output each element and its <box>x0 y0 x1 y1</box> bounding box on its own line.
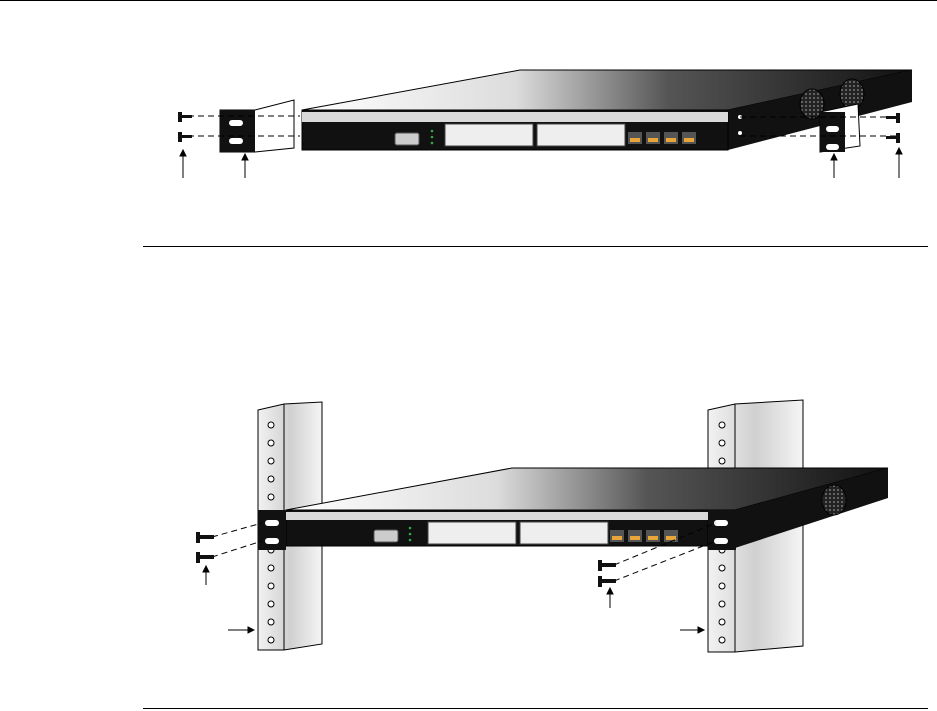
arrow-up-icon <box>831 154 837 178</box>
arrow-right-icon <box>680 627 704 633</box>
arrow-up-icon <box>896 148 902 178</box>
rack-mount-figure <box>0 380 937 680</box>
left-bracket <box>220 100 294 152</box>
bottom-rule <box>143 708 928 709</box>
arrow-up-icon <box>607 588 613 608</box>
led-icon <box>431 130 434 133</box>
right-bracket <box>820 104 860 152</box>
screw-icon <box>598 560 616 587</box>
arrow-up-icon <box>203 566 209 585</box>
left-bracket <box>258 510 286 550</box>
led-icon <box>431 136 434 139</box>
right-bracket <box>708 510 736 550</box>
screw-icon <box>178 112 192 142</box>
fan-vent-icon <box>822 485 846 515</box>
screw-icon <box>196 532 214 563</box>
arrow-right-icon <box>228 627 254 633</box>
bracket-attach-diagram <box>0 0 937 246</box>
led-icon <box>409 527 412 530</box>
led-icon <box>409 539 412 542</box>
screw-icon <box>886 113 900 143</box>
console-port-icon <box>374 530 398 542</box>
bracket-attach-figure <box>0 0 937 246</box>
arrow-up-icon <box>242 154 248 178</box>
led-icon <box>409 533 412 536</box>
led-icon <box>431 142 434 145</box>
console-port-icon <box>395 133 419 145</box>
rack-mount-diagram <box>0 380 937 680</box>
arrow-up-icon <box>180 150 186 178</box>
figure-divider <box>143 246 928 247</box>
